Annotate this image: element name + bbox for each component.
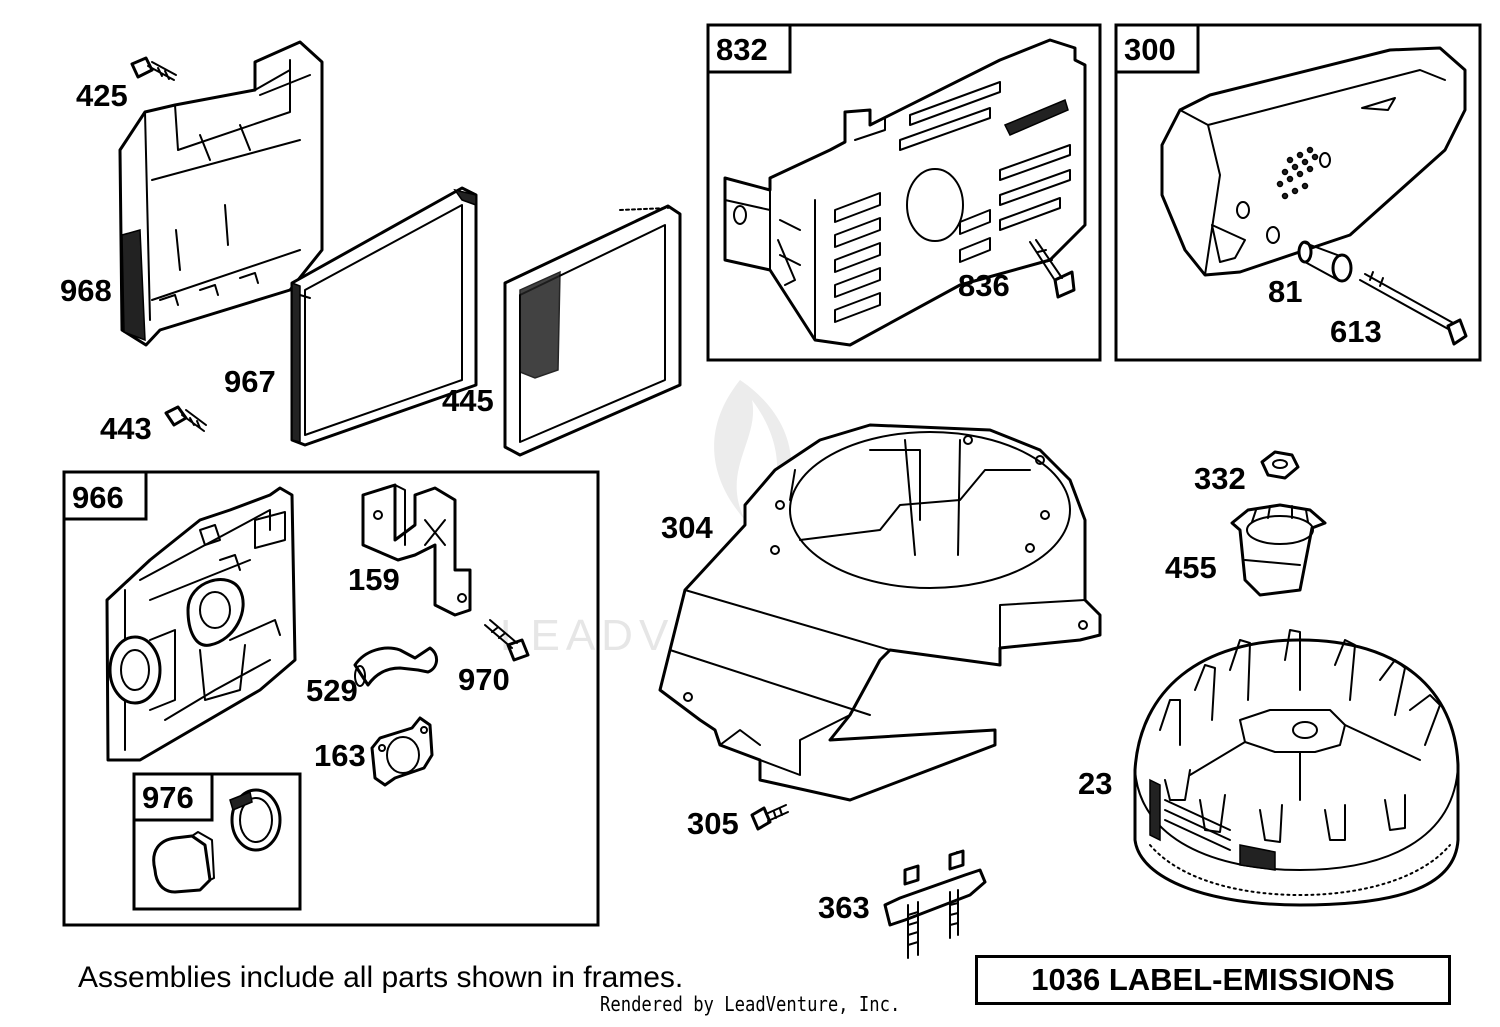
label-159: 159 [348, 562, 400, 597]
part-23-flywheel [1133, 629, 1460, 907]
part-332-nut [1260, 450, 1300, 480]
label-613: 613 [1330, 314, 1382, 349]
part-529-elbow [353, 646, 438, 687]
frame-label-976: 976 [142, 780, 194, 815]
label-968: 968 [60, 273, 112, 308]
part-832-shroud [723, 38, 1087, 347]
label-81: 81 [1268, 274, 1302, 309]
part-159-bracket [361, 483, 472, 617]
frame-300: 300 [1114, 23, 1482, 362]
watermark-flame-icon [714, 380, 792, 530]
label-163: 163 [314, 738, 366, 773]
part-443-screw [164, 405, 207, 432]
label-305: 305 [687, 806, 739, 841]
frame-label-300: 300 [1124, 32, 1176, 67]
emission-label-text: 1036 LABEL-EMISSIONS [1031, 962, 1395, 997]
label-970: 970 [458, 662, 510, 697]
part-305-screw [750, 804, 789, 831]
label-443: 443 [100, 411, 152, 446]
emission-label-box: 1036 LABEL-EMISSIONS [975, 955, 1451, 1005]
label-445: 445 [442, 383, 494, 418]
frame-832: 832 [706, 23, 1102, 362]
part-613-bolt [1359, 271, 1468, 346]
label-529: 529 [306, 673, 358, 708]
label-304: 304 [661, 510, 713, 545]
frame-label-966: 966 [72, 480, 124, 515]
part-455-starter-cup [1230, 503, 1327, 597]
part-81-washer [1297, 240, 1353, 283]
part-163-gasket [370, 716, 434, 787]
part-445-filter-element [503, 204, 682, 457]
part-976-primer-bulb [152, 788, 282, 894]
part-363-bracket [883, 849, 987, 959]
label-425: 425 [76, 78, 128, 113]
label-967: 967 [224, 364, 276, 399]
part-968-air-cleaner-base [118, 40, 324, 347]
label-455: 455 [1165, 550, 1217, 585]
part-304-blower-housing [658, 423, 1102, 802]
label-23: 23 [1078, 766, 1112, 801]
frame-label-832: 832 [716, 32, 768, 67]
label-363: 363 [818, 890, 870, 925]
assemblies-note: Assemblies include all parts shown in fr… [78, 961, 684, 994]
part-836-screw [1029, 239, 1076, 299]
render-credit: Rendered by LeadVenture, Inc. [600, 992, 901, 1016]
part-970-screw [484, 619, 530, 662]
label-836: 836 [958, 268, 1010, 303]
part-967-filter-frame [290, 186, 478, 447]
frame-966: 966 [62, 470, 600, 927]
part-966-air-cleaner-body [105, 486, 297, 762]
part-300-muffler [1160, 46, 1467, 277]
part-425-screw [130, 56, 177, 81]
frame-976: 976 [132, 772, 302, 911]
label-332: 332 [1194, 461, 1246, 496]
